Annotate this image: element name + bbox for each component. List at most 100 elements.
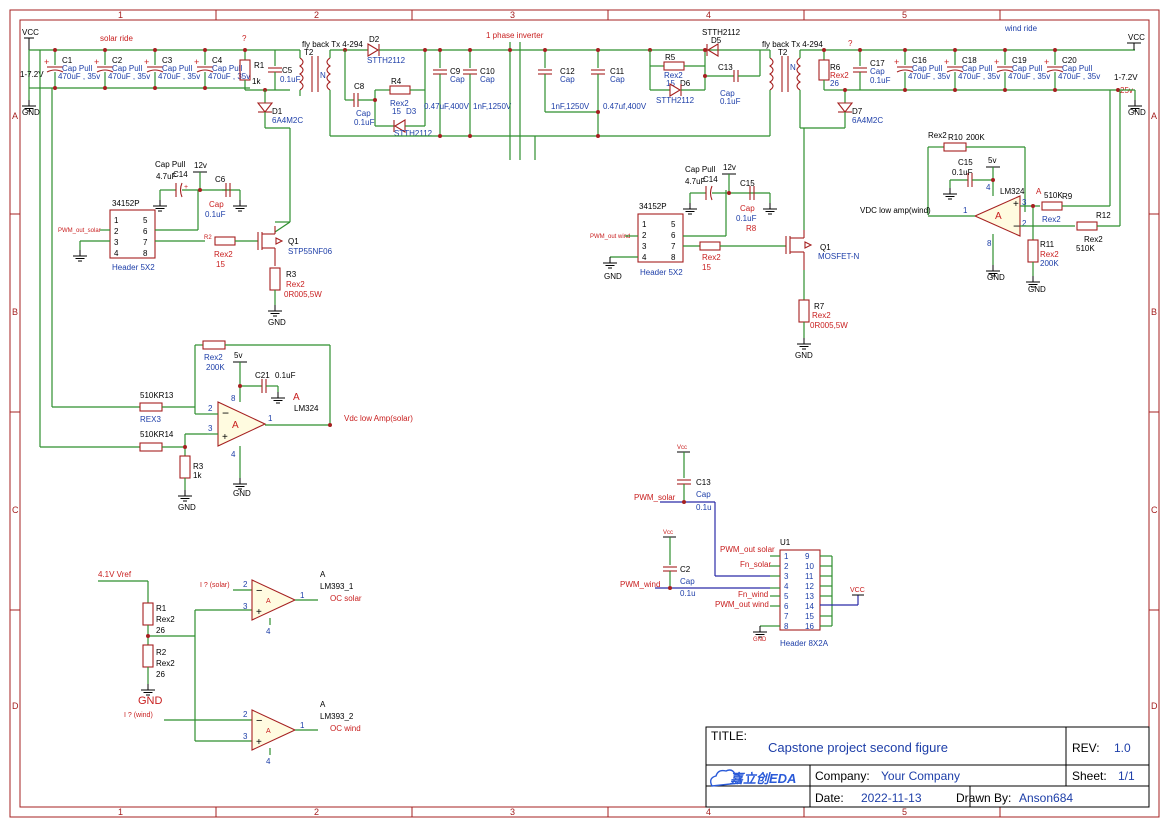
d6-value: STTH2112 <box>656 96 695 105</box>
c9-name: Cap <box>450 75 465 84</box>
sheet-value: 1/1 <box>1118 769 1135 783</box>
company-label: Company: <box>815 769 870 783</box>
r13-ref: 510KR13 <box>140 391 174 400</box>
solar-amp-gnd-r3: GND <box>178 503 196 512</box>
wind-c14-ref: C14 <box>703 175 718 184</box>
r11-name: Rex2 <box>1040 250 1059 259</box>
u1-pin12: 12 <box>805 582 814 591</box>
col-label-3-bottom: 3 <box>510 807 515 817</box>
d6-ref: D6 <box>680 79 691 88</box>
solar-input-section: VCC solar ride ? GND 1-7.2V C1 Cap Pull … <box>20 28 303 233</box>
solar-gnd-label: GND <box>22 108 40 117</box>
pwm-c2-ref: C2 <box>680 565 691 574</box>
solar-amp-rtop-name: Rex2 <box>204 353 223 362</box>
c17-ref: C17 <box>870 59 885 68</box>
r6-ref: R6 <box>830 63 841 72</box>
wind-c13-ref: C13 <box>718 63 733 72</box>
solar-opamp-unit-top: A <box>293 392 300 403</box>
c16-ref: C16 <box>912 56 927 65</box>
oc-gnd: GND <box>138 695 163 707</box>
solar-r3-value: 0R005,5W <box>284 290 322 299</box>
c4-value: 470uF , 35v <box>208 72 250 81</box>
c20-value: 470uF , 35v <box>1058 72 1100 81</box>
c1-name: Cap Pull <box>62 64 92 73</box>
oc-r1-ref: R1 <box>156 604 167 613</box>
wind-c13-name: Cap <box>720 89 735 98</box>
r1-value: 1k <box>252 77 261 86</box>
pwm-c13-name: Cap <box>696 490 711 499</box>
solar-opamp-unit: A <box>232 420 239 431</box>
u1-label: Header 8X2A <box>780 639 829 648</box>
solar-hdr-pin7: 7 <box>143 238 148 247</box>
oc-u1-pin4: 4 <box>266 627 271 636</box>
wind-gnd-hdr: GND <box>604 272 622 281</box>
solar-q1-value: STP55NF06 <box>288 247 333 256</box>
wind-5v-label: 5v <box>988 156 996 165</box>
oc-u2-out: OC wind <box>330 724 361 733</box>
solar-transformer-t2: fly back Tx 4-294 T2 N <box>299 40 363 136</box>
wind-opamp-unit: A <box>995 211 1002 222</box>
c9-ref: C9 <box>450 67 461 76</box>
svg-text:+: + <box>256 737 262 748</box>
wind-opamp-chip: LM324 <box>1000 187 1025 196</box>
oc-u2-pin1: 1 <box>300 721 305 730</box>
wind-hdr-pin5: 5 <box>671 220 676 229</box>
wind-hdr-pin7: 7 <box>671 242 676 251</box>
solar-hdr-pin1: 1 <box>114 216 119 225</box>
oc-comparator-1 <box>251 579 297 621</box>
u1-pin5: 5 <box>784 592 789 601</box>
u1-pin8: 8 <box>784 622 789 631</box>
u1-vcc: VCC <box>850 587 865 594</box>
oc-u1-chip: LM393_1 <box>320 582 354 591</box>
c16-name: Cap Pull <box>912 64 942 73</box>
d5-value: STTH2112 <box>702 28 741 37</box>
solar-amp-pin1: 1 <box>268 414 273 423</box>
c8-name: Cap <box>356 109 371 118</box>
row-label-c-right: C <box>1151 505 1158 515</box>
oc-r2-name: Rex2 <box>156 659 175 668</box>
r13-name: REX3 <box>140 415 161 424</box>
solar-amplifier: 510KR13 REX3 510KR14 GND R3 1k Rex2 200K… <box>39 50 413 512</box>
solar-rectifier: D2 STTH2112 C8 Cap 0.1uF R4 Rex2 15 D3 S… <box>330 35 770 138</box>
sheet-label: Sheet: <box>1072 769 1107 783</box>
oc-r2-ref: R2 <box>156 648 167 657</box>
svg-text:+: + <box>184 184 188 191</box>
wind-c14-name: Cap Pull <box>685 165 715 174</box>
wind-opamp-unit-top: A <box>1036 187 1042 196</box>
title-block: TITLE: Capstone project second figure RE… <box>705 726 1150 808</box>
r11-gnd: GND <box>1028 285 1046 294</box>
solar-amp-pin2: 2 <box>208 404 213 413</box>
solar-driver: 34152P 1 2 3 4 5 6 7 8 Header 5X2 PWM_ou… <box>58 160 333 327</box>
pwm-vcc-1: Vcc <box>677 445 687 451</box>
wind-amp-pin4: 4 <box>986 183 991 192</box>
u1-right-pins: 9 10 11 12 13 14 15 16 <box>805 552 814 631</box>
oc-u1-unit: A <box>320 570 326 579</box>
wind-amp-gnd: GND <box>987 273 1005 282</box>
c4-name: Cap Pull <box>212 64 242 73</box>
oc-u2-pin2: 2 <box>243 710 248 719</box>
wind-hdr-pin1: 1 <box>642 220 647 229</box>
r4-name: Rex2 <box>390 99 409 108</box>
r1-ref: R1 <box>254 61 265 70</box>
r12-ref: R12 <box>1096 211 1111 220</box>
r10-ref: R10 <box>948 133 963 142</box>
d1-ref: D1 <box>272 107 283 116</box>
u1-pin14: 14 <box>805 602 814 611</box>
c4-ref: C4 <box>212 56 223 65</box>
wind-driver: 34152P 1 2 3 4 5 6 7 8 Header 5X2 PWM_ou… <box>590 128 860 360</box>
u1-pin15: 15 <box>805 612 814 621</box>
oc-r2-value: 26 <box>156 670 165 679</box>
solar-hdr-pin3: 3 <box>114 238 119 247</box>
wind-r2-ref: Rex2 <box>702 253 721 262</box>
solar-hdr-pin6: 6 <box>143 227 148 236</box>
r4-ref: R4 <box>391 77 402 86</box>
c3-name: Cap Pull <box>162 64 192 73</box>
solar-amp-out: Vdc low Amp(solar) <box>344 414 413 423</box>
wind-hdr-pin4: 4 <box>642 253 647 262</box>
pwm-c13-ref: C13 <box>696 478 711 487</box>
cloud-icon <box>709 769 742 787</box>
t2-solar-n: N <box>320 71 326 80</box>
wind-c15-value: 0.1uF <box>736 214 757 223</box>
u1-gnd: GND <box>753 637 767 643</box>
r9-name: Rex2 <box>1042 215 1061 224</box>
